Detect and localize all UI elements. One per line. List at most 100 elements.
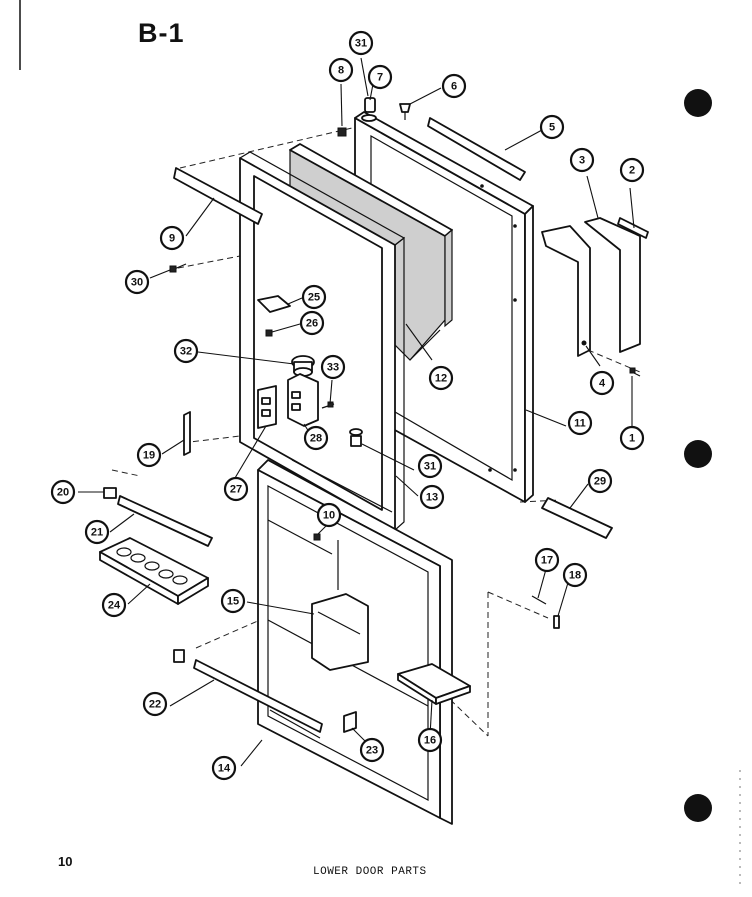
plate-27 (257, 385, 277, 429)
callout-label: 25 (308, 292, 320, 304)
callout-20: 20 (50, 479, 76, 505)
callout-29: 29 (587, 468, 613, 494)
callout-label: 16 (424, 735, 436, 747)
callout-label: 12 (435, 373, 447, 385)
callout-circle (84, 519, 110, 545)
side-strip (183, 411, 191, 456)
callout-label: 19 (143, 450, 155, 462)
callout-circle (539, 114, 565, 140)
callout-label: 10 (323, 510, 335, 522)
callout-circle (299, 310, 325, 336)
binder-hole-middle (684, 440, 712, 468)
egg-tray (99, 537, 209, 605)
callout-circle (101, 592, 127, 618)
callout-label: 31 (424, 461, 436, 473)
callout-26: 26 (299, 310, 325, 336)
callout-15: 15 (220, 588, 246, 614)
callout-11: 11 (567, 410, 593, 436)
callout-31: 31 (348, 30, 374, 56)
callout-label: 17 (541, 555, 553, 567)
callout-23: 23 (359, 737, 385, 763)
callout-circle (567, 410, 593, 436)
callout-circle (303, 425, 329, 451)
callout-circle (619, 157, 645, 183)
callout-circle (142, 691, 168, 717)
callout-circle (320, 354, 346, 380)
callout-circle (569, 147, 595, 173)
callout-5: 5 (539, 114, 565, 140)
callout-circle (223, 476, 249, 502)
callout-3: 3 (569, 147, 595, 173)
bottom-channel-29 (541, 497, 613, 539)
callout-22: 22 (142, 691, 168, 717)
callout-label: 7 (377, 72, 383, 84)
callout-1: 1 (619, 425, 645, 451)
callout-30: 30 (124, 269, 150, 295)
callout-label: 21 (91, 527, 103, 539)
callout-label: 20 (57, 487, 69, 499)
callout-label: 4 (599, 378, 606, 390)
callout-21: 21 (84, 519, 110, 545)
callout-label: 31 (355, 38, 367, 50)
callout-label: 27 (230, 484, 242, 496)
callout-7: 7 (367, 64, 393, 90)
callout-label: 5 (549, 122, 555, 134)
callout-10: 10 (316, 502, 342, 528)
callout-27: 27 (223, 476, 249, 502)
callout-4: 4 (589, 370, 615, 396)
block-10 (313, 533, 321, 541)
callout-circle (50, 479, 76, 505)
callout-18: 18 (562, 562, 588, 588)
callout-label: 14 (218, 763, 231, 775)
bottom-bar-22 (173, 649, 323, 733)
bracket-28 (287, 373, 319, 427)
callout-label: 33 (327, 362, 339, 374)
shelf-16 (397, 663, 471, 705)
callout-19: 19 (136, 442, 162, 468)
callout-label: 8 (338, 65, 344, 77)
knob-32 (291, 355, 315, 377)
callout-label: 6 (451, 81, 457, 93)
callout-label: 9 (169, 233, 175, 245)
callout-circle (359, 737, 385, 763)
callout-circle (136, 442, 162, 468)
callout-circle (419, 484, 445, 510)
callout-circle (211, 755, 237, 781)
callout-8: 8 (328, 57, 354, 83)
callout-label: 32 (180, 346, 192, 358)
callout-2: 2 (619, 157, 645, 183)
callout-label: 11 (574, 418, 586, 430)
callout-9: 9 (159, 225, 185, 251)
callout-circle (417, 727, 443, 753)
top-channel (427, 117, 526, 181)
callout-circle (220, 588, 246, 614)
callout-16: 16 (417, 727, 443, 753)
binder-hole-top (684, 89, 712, 117)
sheet-title: B-1 (138, 18, 185, 48)
callout-circle (301, 284, 327, 310)
callout-12: 12 (428, 365, 454, 391)
callout-24: 24 (101, 592, 127, 618)
sheet-caption: LOWER DOOR PARTS (313, 866, 427, 878)
callout-13: 13 (419, 484, 445, 510)
callout-circle (124, 269, 150, 295)
callout-label: 24 (108, 600, 121, 612)
clip-20 (103, 487, 117, 499)
callout-17: 17 (534, 547, 560, 573)
callout-label: 26 (306, 318, 318, 330)
callout-label: 15 (227, 596, 239, 608)
callout-circle (173, 338, 199, 364)
callout-label: 18 (569, 570, 581, 582)
callout-circle (348, 30, 374, 56)
callout-circle (441, 73, 467, 99)
hinge-bracket-group (541, 217, 649, 377)
callout-label: 13 (426, 492, 438, 504)
callout-circle (328, 57, 354, 83)
callout-25: 25 (301, 284, 327, 310)
fastener-31-lower (349, 428, 363, 447)
callout-14: 14 (211, 755, 237, 781)
callout-31: 31 (417, 453, 443, 479)
page-number: 10 (58, 854, 73, 869)
